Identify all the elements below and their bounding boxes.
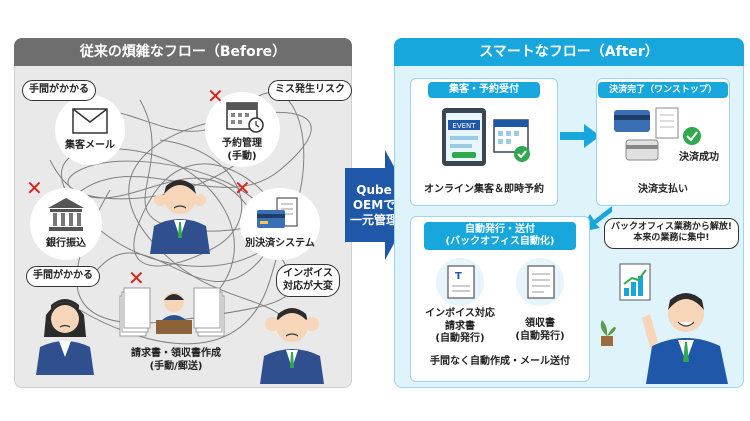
bubble-effort-top: 手間がかかる (22, 80, 96, 101)
after-title: スマートなフロー（After） (394, 38, 744, 66)
invoice-document-icon: T (447, 265, 475, 299)
mail-label: 集客メール (65, 140, 115, 151)
event-badge: EVENT (452, 122, 476, 130)
step3-caption: 手間なく自動作成・メール送付 (430, 356, 570, 367)
mail-icon (72, 108, 108, 134)
card-receipt-icon (257, 197, 298, 228)
bubble-mistake-risk: ミス発生リスク (268, 80, 352, 101)
booking-label: 予約管理 (手動) (222, 138, 262, 162)
plant-icon (600, 320, 616, 346)
stressed-man-icon (260, 308, 324, 384)
step1-title: 集客・予約受付 (428, 82, 540, 98)
receipt-auto-label: 領収書 (自動発行) (515, 318, 565, 342)
receipt-document-icon (527, 265, 555, 299)
svg-text:T: T (455, 271, 462, 282)
step3-title: 自動発行・送付 (バックオフィス自動化) (424, 222, 576, 250)
step1-caption: オンライン集客＆即時予約 (424, 184, 544, 195)
check-icon (683, 127, 701, 145)
payment-label: 別決済システム (245, 238, 315, 249)
bank-label: 銀行振込 (46, 238, 86, 249)
step2-caption: 決済支払い (638, 184, 688, 195)
invoice-auto-label: インボイス対応 請求書 (自動発行) (425, 308, 495, 344)
bubble-invoice-hard: インボイス 対応が大変 (276, 264, 340, 297)
worried-man-icon (150, 180, 210, 254)
happy-businessman-icon (642, 293, 728, 384)
tablet-calendar-icon: EVENT (442, 108, 530, 166)
cross-icon: ✕ (128, 266, 145, 290)
paper-stacks-icon (119, 287, 225, 337)
calendar-clock-icon (226, 102, 264, 133)
before-title: 従来の煩雑なフロー（Before） (14, 38, 352, 66)
bank-icon (48, 198, 84, 231)
cross-icon: ✕ (234, 176, 251, 200)
speech-bubble-freed: バックオフィス業務から解放! 本来の業務に集中! (604, 218, 739, 249)
invoice-manual-label: 請求書・領収書作成 (手動/郵送) (131, 348, 221, 372)
qube-label: Qube OEMで 一元管理 (350, 183, 399, 227)
payment-success-icon (614, 107, 679, 161)
growth-chart-icon (619, 263, 651, 301)
step2-success: 決済成功 (679, 152, 719, 163)
arrow-right-icon (560, 124, 600, 148)
step2-title: 決済完了（ワンストップ） (598, 82, 728, 98)
step2-card (596, 78, 730, 206)
cross-icon: ✕ (207, 84, 224, 108)
worried-woman-icon (36, 299, 94, 375)
cross-icon: ✕ (26, 176, 43, 200)
bubble-effort-bottom: 手間がかかる (26, 266, 100, 287)
